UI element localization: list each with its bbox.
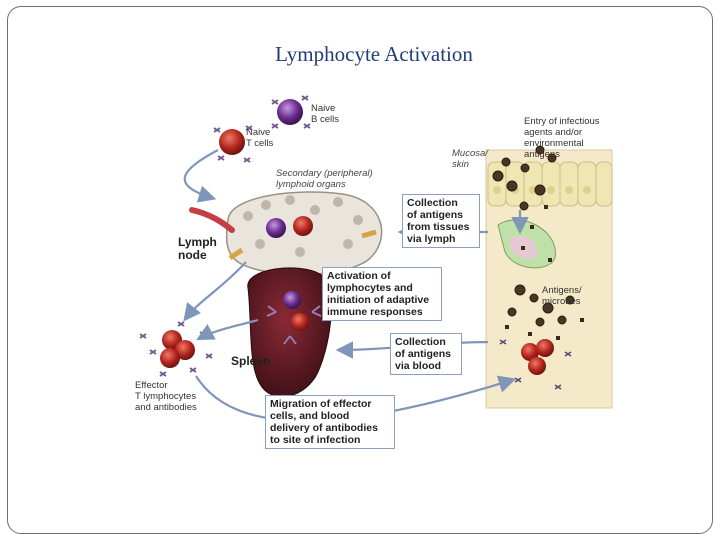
- microbes: [492, 145, 575, 327]
- box-collection-blood: Collection of antigens via blood: [390, 333, 462, 375]
- label-spleen: Spleen: [231, 354, 271, 368]
- box-migration: Migration of effector cells, and blood d…: [265, 395, 395, 449]
- spleen: [247, 267, 332, 398]
- effector-cells: [139, 321, 213, 377]
- lymph-node: [189, 191, 383, 276]
- label-naive-b: Naive B cells: [311, 103, 339, 125]
- naive-cells: [213, 95, 311, 163]
- box-collection-lymph: Collection of antigens from tissues via …: [402, 194, 480, 248]
- slide-frame: [7, 6, 713, 534]
- label-entry: Entry of infectious agents and/or enviro…: [524, 116, 600, 160]
- label-antigens: Antigens/ microbes: [542, 285, 582, 307]
- label-effector: Effector T lymphocytes and antibodies: [135, 380, 197, 413]
- label-naive-t: Naive T cells: [246, 127, 274, 149]
- antigen-fragments: [505, 205, 584, 340]
- tissue-effector-cells: [499, 339, 572, 390]
- label-mucosa: Mucosa/ skin: [452, 148, 488, 170]
- tissue-panel: [485, 149, 613, 409]
- slide-title: Lymphocyte Activation: [275, 42, 473, 66]
- label-lymph-node: Lymph node: [178, 235, 217, 262]
- label-secondary-organs: Secondary (peripheral) lymphoid organs: [276, 168, 373, 190]
- box-activation: Activation of lymphocytes and initiation…: [322, 267, 442, 321]
